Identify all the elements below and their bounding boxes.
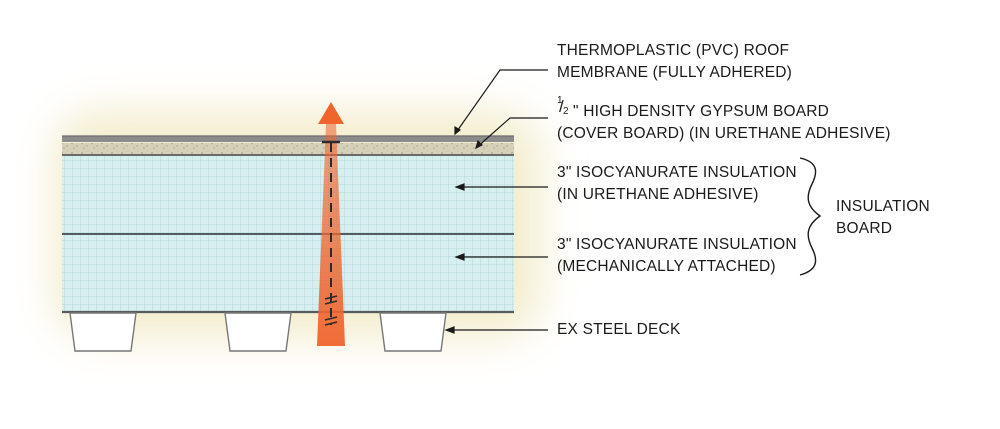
steel-deck-flute-3 bbox=[379, 312, 447, 352]
gypsum-label-text: " HIGH DENSITY GYPSUM BOARD bbox=[573, 103, 830, 120]
one-half-fraction: 1/2 bbox=[557, 95, 569, 117]
insulation-board-brace bbox=[799, 157, 822, 276]
membrane-label-line2: MEMBRANE (FULLY ADHERED) bbox=[557, 64, 793, 81]
gypsum-leader bbox=[475, 117, 548, 149]
insulation-bottom-leader-arrow-icon bbox=[454, 253, 465, 261]
steel-deck-flute-1 bbox=[69, 312, 137, 352]
pvc-roof-membrane bbox=[62, 136, 514, 142]
fraction-numerator: 1 bbox=[557, 95, 563, 106]
membrane-leader-arrow-icon bbox=[454, 125, 462, 136]
gypsum-leader-arrow-icon bbox=[475, 139, 484, 150]
gypsum-label: 1/2 " HIGH DENSITY GYPSUM BOARD (COVER BO… bbox=[557, 95, 891, 145]
gypsum-label-line2: (COVER BOARD) (IN URETHANE ADHESIVE) bbox=[557, 125, 891, 142]
deck-leader-arrow-icon bbox=[444, 326, 455, 334]
steel-deck-label-text: EX STEEL DECK bbox=[557, 321, 681, 338]
gypsum-cover-board bbox=[62, 143, 514, 155]
insulation-top-label: 3" ISOCYANURATE INSULATION (IN URETHANE … bbox=[557, 162, 797, 206]
insulation-top-label-line2: (IN URETHANE ADHESIVE) bbox=[557, 186, 759, 203]
insulation-board-group-label: INSULATION BOARD bbox=[836, 196, 930, 240]
fastener-break-icon bbox=[324, 295, 338, 326]
insulation-bottom-label: 3" ISOCYANURATE INSULATION (MECHANICALLY… bbox=[557, 234, 797, 278]
steel-deck-label: EX STEEL DECK bbox=[557, 319, 680, 341]
insulation-bottom-label-line2: (MECHANICALLY ATTACHED) bbox=[557, 258, 776, 275]
gypsum-label-line1: 1/2 " HIGH DENSITY GYPSUM BOARD bbox=[557, 95, 891, 123]
membrane-leader bbox=[454, 69, 548, 135]
leader-lines bbox=[444, 69, 548, 334]
insulation-top-leader-arrow-icon bbox=[454, 183, 465, 191]
heat-arrow-head-icon bbox=[318, 102, 344, 124]
membrane-label: THERMOPLASTIC (PVC) ROOF MEMBRANE (FULLY… bbox=[557, 40, 792, 84]
group-label-line2: BOARD bbox=[836, 220, 893, 237]
insulation-top-label-line1: 3" ISOCYANURATE INSULATION bbox=[557, 164, 797, 181]
membrane-label-line1: THERMOPLASTIC (PVC) ROOF bbox=[557, 42, 790, 59]
insulation-bottom-label-line1: 3" ISOCYANURATE INSULATION bbox=[557, 236, 797, 253]
steel-deck-flute-2 bbox=[224, 312, 292, 352]
group-label-line1: INSULATION bbox=[836, 198, 930, 215]
fraction-denominator: 2 bbox=[563, 106, 569, 117]
